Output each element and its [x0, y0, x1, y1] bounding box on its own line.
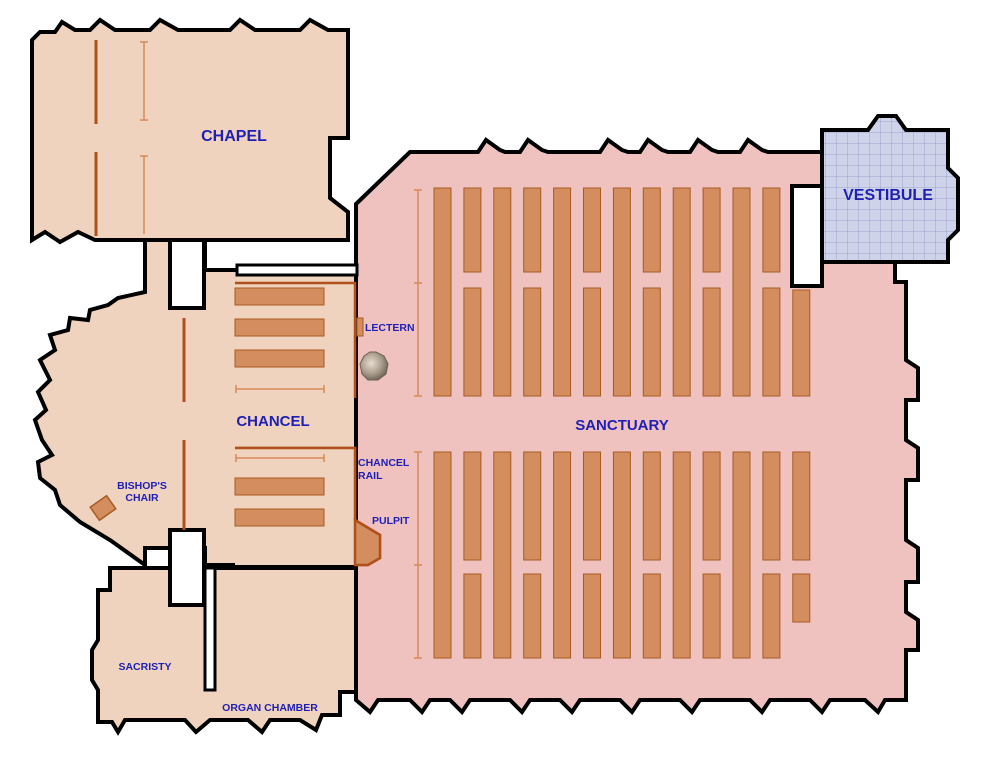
sanctuary-pew [433, 187, 452, 397]
sanctuary-pew [523, 287, 542, 397]
chancel-pew [234, 508, 325, 527]
chancel-light-rail-upper [235, 385, 325, 393]
chancel-light-rail-lower [235, 454, 325, 462]
vestibule-label: VESTIBULE [843, 187, 933, 204]
sanctuary-pew [672, 451, 691, 659]
sanctuary-pew [642, 573, 661, 659]
bishops-chair-label-2: CHAIR [125, 492, 159, 504]
chancel-pew [234, 349, 325, 368]
chancel-top-wall [235, 263, 359, 277]
chancel-rail-label-1: CHANCEL [358, 457, 410, 469]
sanctuary-pew [463, 187, 482, 273]
sanctuary-pew [762, 287, 781, 397]
sanctuary-pew [792, 451, 811, 561]
chancel-rail-lower-line [235, 446, 357, 520]
chancel-pew [234, 287, 325, 306]
chancel-rail-label-2: RAIL [358, 470, 383, 482]
sanctuary-pew [463, 573, 482, 659]
lectern-label: LECTERN [365, 322, 415, 334]
chancel-pew [234, 318, 325, 337]
sanctuary-pew [463, 287, 482, 397]
sanctuary-pew [583, 451, 601, 561]
organ-chamber-label: ORGAN CHAMBER [222, 702, 318, 714]
sanctuary-pew [792, 289, 811, 397]
chapel-room [30, 17, 350, 245]
sanctuary-pew [493, 187, 512, 397]
sanctuary-pew [523, 573, 542, 659]
chapel-rail-light-upper [140, 41, 148, 121]
wall-block-lower [168, 528, 206, 607]
sanctuary-pew [642, 451, 661, 561]
sanctuary-pew [612, 451, 631, 659]
sanctuary-pew [642, 187, 661, 273]
sanctuary-pew [583, 573, 601, 659]
vestibule-room [820, 114, 960, 264]
chancel-pews [234, 287, 325, 527]
organ-wall [203, 566, 217, 692]
pulpit-label: PULPIT [372, 515, 410, 527]
sanctuary-pew [672, 187, 691, 397]
sanctuary-pew [493, 451, 512, 659]
sanctuary-pew [523, 187, 542, 273]
sanctuary-pew [583, 187, 601, 273]
chancel-pew [234, 477, 325, 496]
lectern-icon [359, 351, 389, 381]
wall-block-upper [168, 238, 206, 310]
lower-wing [90, 566, 358, 736]
sanctuary-pew [792, 573, 811, 623]
sanctuary-pew [553, 187, 572, 397]
sanctuary-pew [762, 451, 781, 561]
sanctuary-pew [702, 187, 721, 273]
sanctuary-pew [762, 187, 781, 273]
sanctuary-pew [612, 187, 631, 397]
sanctuary-pew [553, 451, 572, 659]
pulpit-icon [353, 517, 382, 567]
sanctuary-pew [702, 287, 721, 397]
sanctuary-pew [732, 187, 751, 397]
sanctuary-label: SANCTUARY [575, 417, 669, 434]
sanctuary-pew [463, 451, 482, 561]
vestibule-entry-wall [790, 184, 824, 288]
chapel-rail-light-lower [140, 155, 148, 234]
sanctuary-pew [433, 451, 452, 659]
sanctuary-light-rail-upper [414, 189, 422, 397]
sanctuary-pew [732, 451, 751, 659]
sanctuary-pew [642, 287, 661, 397]
pulpit-fill-fix [235, 449, 354, 565]
sanctuary-light-rail-lower [414, 451, 422, 659]
sanctuary-pew [702, 573, 721, 659]
chancel-rail-upper-enclosure [235, 281, 357, 398]
sanctuary-pew [523, 451, 542, 561]
chapel-label: CHAPEL [201, 128, 267, 145]
sanctuary-pew [583, 287, 601, 397]
chancel-label: CHANCEL [236, 413, 309, 430]
bishops-chair-label-1: BISHOP'S [117, 480, 167, 492]
bishops-chair-icon [89, 494, 117, 522]
sanctuary-pew [762, 573, 781, 659]
sacristy-label: SACRISTY [118, 661, 171, 673]
sanctuary-pew [702, 451, 721, 561]
sanctuary-pews [433, 187, 811, 659]
lectern-stand-icon [356, 317, 364, 337]
